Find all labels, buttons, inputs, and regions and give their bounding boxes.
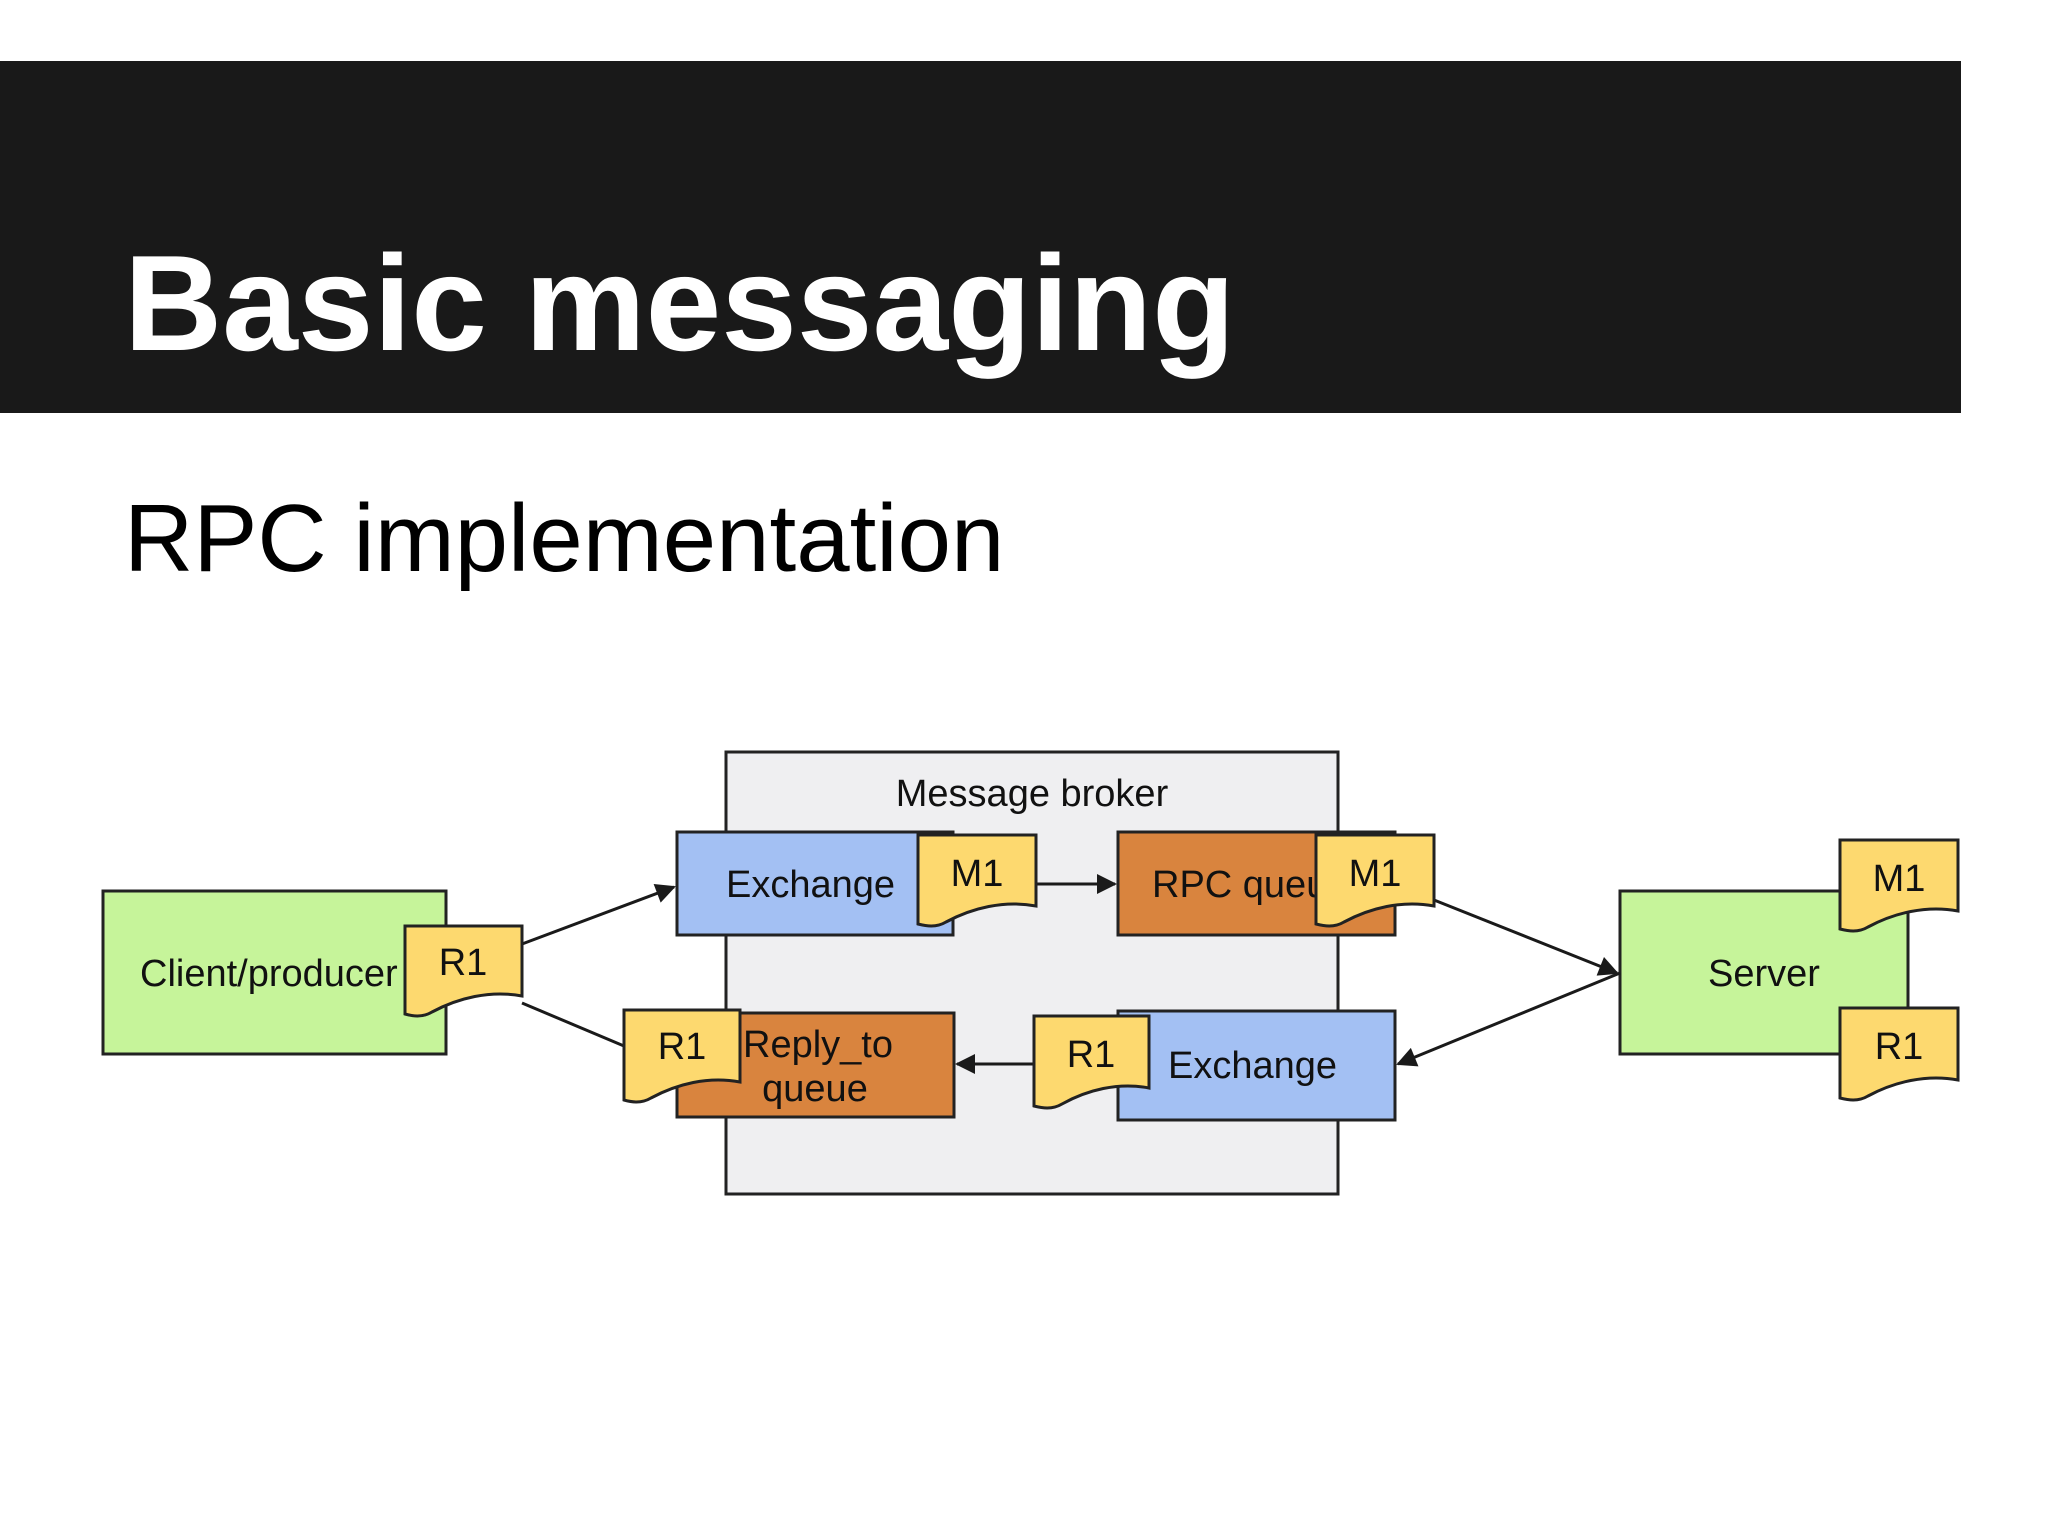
arrow-client-to-exchange [521, 883, 676, 946]
title-bar [0, 61, 1961, 413]
message-broker-box [724, 750, 1340, 1196]
server-label: Server [1708, 953, 1820, 995]
exchange-bottom: Exchange [1116, 1009, 1397, 1122]
message-doc-icon [916, 833, 1038, 928]
exchange-bottom-label: Exchange [1168, 1045, 1337, 1087]
connectors [521, 874, 1621, 1074]
exchange-top: Exchange [675, 830, 955, 937]
message-rpc-queue-m1: M1 [1314, 833, 1436, 928]
message-label: M1 [1349, 853, 1402, 895]
arrow-server-to-exchange [1396, 971, 1621, 1067]
client-producer-label: Client/producer [140, 953, 398, 995]
message-exchange-bottom-r1: R1 [1032, 1014, 1151, 1110]
message-label: M1 [951, 853, 1004, 895]
message-label: R1 [1875, 1026, 1924, 1068]
message-exchange-m1: M1 [916, 833, 1038, 928]
line-client-to-reply-queue [521, 1001, 625, 1048]
message-label: R1 [658, 1026, 707, 1068]
message-doc-icon [403, 924, 524, 1018]
client-producer: Client/producer [101, 889, 448, 1056]
exchange-top-label: Exchange [726, 864, 895, 906]
message-doc-icon [622, 1008, 742, 1104]
message-server-m1: M1 [1838, 838, 1960, 933]
arrow-rpc-queue-to-server [1433, 898, 1619, 976]
exchange-top-box [675, 830, 955, 937]
message-label: R1 [439, 942, 488, 984]
slide-subtitle: RPC implementation [124, 485, 1005, 592]
message-doc-icon [1032, 1014, 1151, 1110]
message-doc-icon [1838, 838, 1960, 933]
message-broker: Message broker [724, 750, 1340, 1196]
message-doc-icon [1838, 1006, 1960, 1102]
message-label: R1 [1067, 1034, 1116, 1076]
message-broker-label: Message broker [896, 773, 1169, 815]
message-label: M1 [1873, 858, 1926, 900]
reply-to-queue-label-line2: queue [762, 1068, 868, 1110]
message-doc-icon [1314, 833, 1436, 928]
message-client-r1: R1 [403, 924, 524, 1018]
reply-to-queue-label-line1: Reply_to [743, 1024, 893, 1066]
exchange-bottom-box [1116, 1009, 1397, 1122]
message-server-r1: R1 [1838, 1006, 1960, 1102]
message-reply-queue-r1: R1 [622, 1008, 742, 1104]
slide-title: Basic messaging [124, 227, 1236, 379]
